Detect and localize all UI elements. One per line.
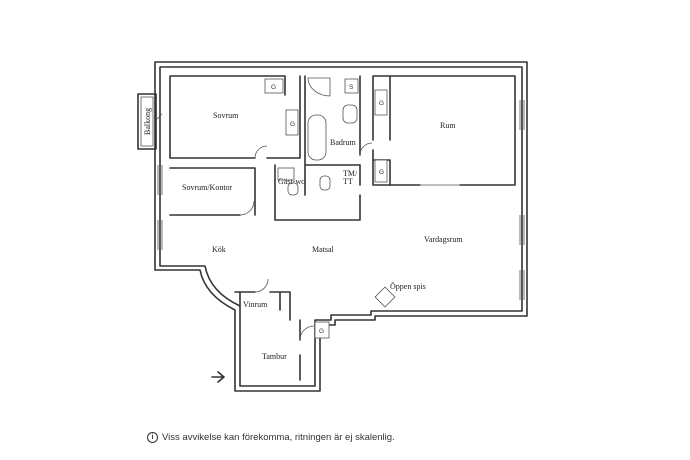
door-swing	[299, 325, 315, 341]
closet	[285, 109, 299, 136]
disclaimer-footer: i Viss avvikelse kan förekomma, ritninge…	[147, 432, 395, 443]
outer-wall	[154, 61, 528, 392]
door-swing	[254, 145, 268, 159]
room-label-sovrum-kontor: Sovrum/Kontor	[182, 183, 233, 192]
closet-mark: G	[271, 84, 276, 91]
disclaimer-text: Viss avvikelse kan förekomma, ritningen …	[162, 432, 395, 443]
window	[519, 100, 525, 130]
toilet	[287, 182, 299, 196]
fixture-box	[344, 78, 359, 94]
toilet	[319, 175, 331, 191]
room-label-badrum: Badrum	[330, 138, 357, 147]
room-label-oppen-spis: Öppen spis	[390, 282, 426, 291]
room-label-tm-tt-line: TT	[343, 177, 353, 186]
closet	[374, 159, 388, 183]
interior-wall	[372, 75, 516, 186]
closet-mark: G	[319, 328, 324, 335]
balcony	[137, 93, 157, 150]
room-label-balkong: Balkong	[143, 108, 152, 135]
closet	[314, 321, 330, 339]
fixture-mark: S	[349, 84, 354, 91]
room-label-rum: Rum	[440, 121, 456, 130]
closet-mark: G	[379, 100, 384, 107]
room-label-kok: Kök	[212, 245, 226, 254]
door-swing	[155, 113, 163, 121]
door-swing	[239, 200, 255, 216]
interior-wall	[169, 167, 256, 216]
window	[519, 270, 525, 300]
room-label-tm-tt-line: TM/	[343, 169, 358, 178]
closet	[264, 78, 284, 94]
window	[157, 165, 163, 195]
room-label-matsal: Matsal	[312, 245, 335, 254]
room-label-vardagsrum: Vardagsrum	[424, 235, 463, 244]
info-icon: i	[147, 432, 158, 443]
fireplace	[374, 286, 396, 308]
door-swing	[254, 278, 269, 293]
balcony-inner	[140, 96, 154, 147]
room-label-vinrum: Vinrum	[243, 300, 268, 309]
closet-mark: G	[290, 121, 295, 128]
interior-wall	[234, 291, 291, 321]
closet-mark: G	[379, 169, 384, 176]
room-label-tm-tt: TM/TT	[343, 169, 358, 186]
bathtub	[307, 114, 327, 161]
closet	[277, 167, 295, 181]
closet	[374, 89, 388, 116]
room-label-sovrum: Sovrum	[213, 111, 239, 120]
window	[519, 215, 525, 245]
window	[157, 220, 163, 250]
shower	[307, 77, 331, 97]
room-label-tambur: Tambur	[262, 352, 287, 361]
interior-wall	[274, 75, 361, 221]
door-swing	[359, 142, 373, 156]
interior-wall	[169, 75, 301, 159]
room-label-gast-wc: Gäst-wc	[278, 177, 305, 186]
entrance-arrow	[211, 371, 225, 383]
sink	[342, 104, 358, 124]
